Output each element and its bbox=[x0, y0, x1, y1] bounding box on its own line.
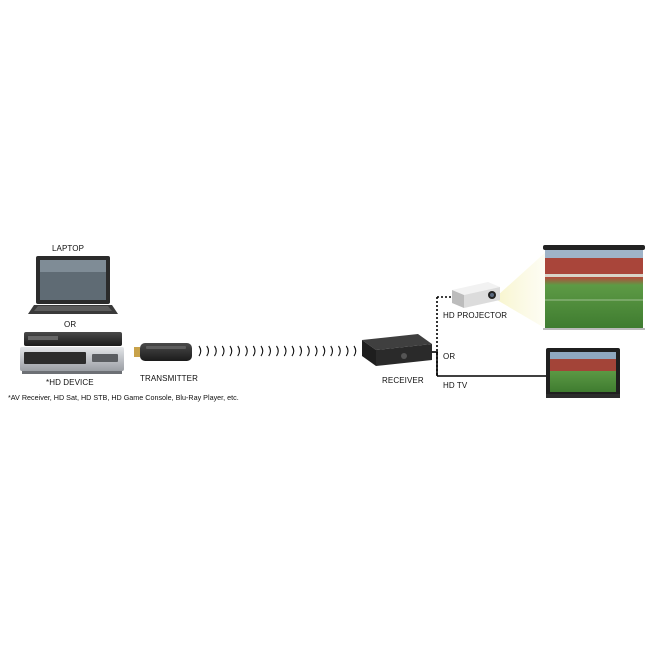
signal-arc bbox=[307, 345, 310, 357]
projector-icon bbox=[452, 282, 500, 308]
signal-arc bbox=[260, 345, 264, 357]
projection-screen-icon bbox=[543, 245, 645, 330]
hd-device-icon bbox=[20, 332, 124, 374]
signal-arc bbox=[237, 345, 241, 357]
hd-projector-label: HD PROJECTOR bbox=[443, 311, 508, 320]
footnote: *AV Receiver, HD Sat, HD STB, HD Game Co… bbox=[8, 393, 239, 402]
projection-beam bbox=[497, 250, 548, 330]
receiver-label: RECEIVER bbox=[382, 376, 424, 385]
signal-arc bbox=[299, 345, 303, 357]
connection-lines bbox=[432, 296, 548, 377]
signal-arc bbox=[330, 345, 334, 357]
signal-arc bbox=[214, 345, 217, 357]
signal-arc bbox=[206, 345, 210, 357]
signal-arc bbox=[221, 345, 225, 357]
signal-arc bbox=[353, 345, 357, 357]
or-left-label: OR bbox=[64, 320, 77, 329]
transmitter-label: TRANSMITTER bbox=[140, 374, 198, 383]
laptop-icon bbox=[28, 256, 118, 314]
hd-device-label: *HD DEVICE bbox=[46, 378, 94, 387]
signal-arc bbox=[276, 345, 279, 357]
signal-arc bbox=[338, 345, 341, 357]
wireless-signal-icon bbox=[198, 345, 357, 357]
hd-tv-label: HD TV bbox=[443, 381, 468, 390]
signal-arc bbox=[314, 345, 318, 357]
signal-arc bbox=[291, 345, 295, 357]
or-right-label: OR bbox=[443, 352, 456, 361]
receiver-icon bbox=[362, 334, 432, 366]
signal-arc bbox=[345, 345, 349, 357]
signal-arc bbox=[268, 345, 272, 357]
signal-arc bbox=[252, 345, 256, 357]
signal-arc bbox=[229, 345, 233, 357]
signal-arc bbox=[322, 345, 326, 357]
transmitter-icon bbox=[134, 343, 192, 361]
signal-arc bbox=[198, 345, 202, 357]
laptop-label: LAPTOP bbox=[52, 244, 85, 253]
signal-arc bbox=[245, 345, 248, 357]
signal-arc bbox=[283, 345, 287, 357]
hd-tv-icon bbox=[546, 348, 620, 398]
